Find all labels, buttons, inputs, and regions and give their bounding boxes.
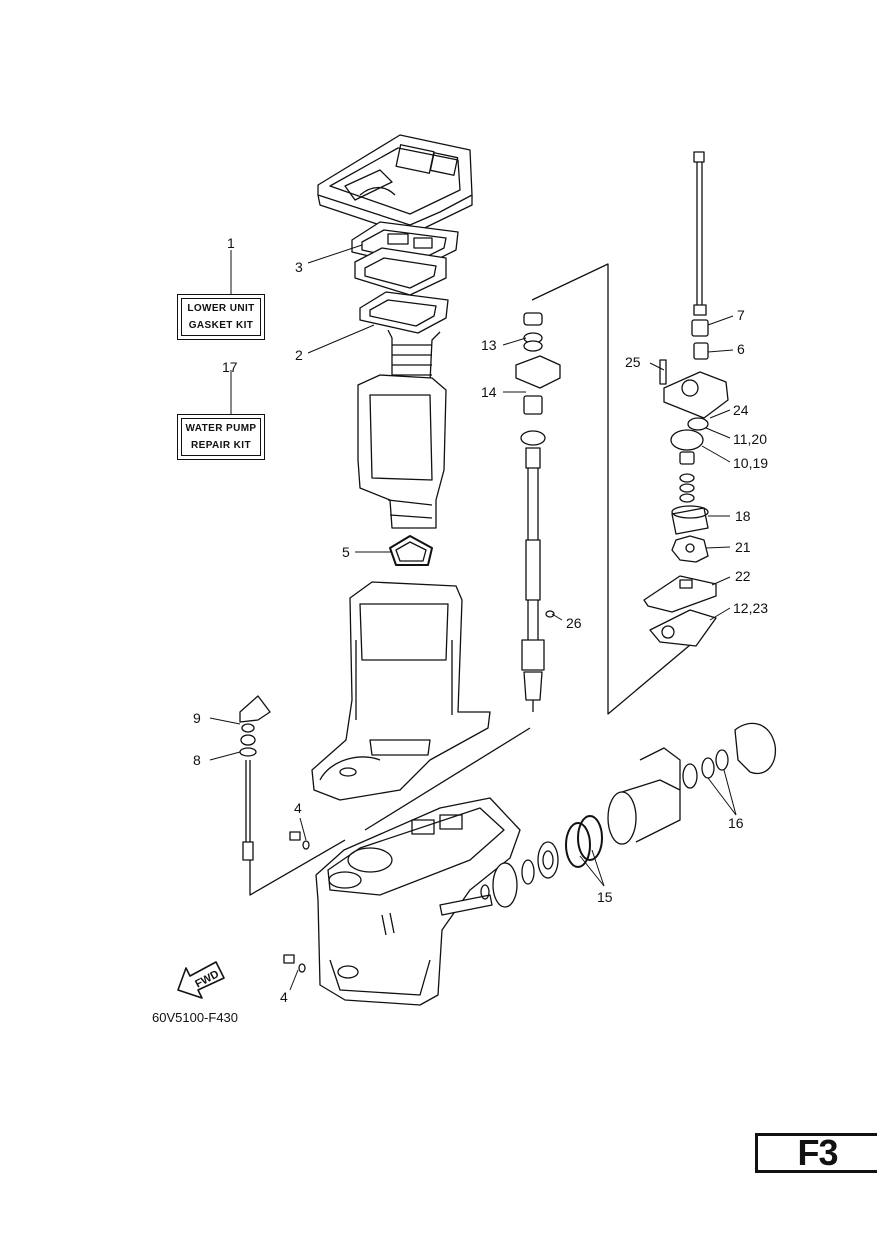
callout-4-upper: 4 xyxy=(294,800,302,816)
driveshaft-drawing xyxy=(364,263,691,831)
callout-13: 13 xyxy=(481,337,497,353)
lower-unit-drawing xyxy=(239,695,777,1006)
pump-kit-line-1: WATER PUMP xyxy=(185,423,257,434)
callout-24: 24 xyxy=(733,402,749,418)
callout-8: 8 xyxy=(193,752,201,768)
pump-kit-line-2: REPAIR KIT xyxy=(191,440,251,451)
water-pump-drawing xyxy=(643,151,729,647)
page-badge: F3 xyxy=(755,1132,877,1173)
callout-11-20: 11,20 xyxy=(733,431,767,447)
kit-box-inner: WATER PUMP REPAIR KIT xyxy=(181,418,261,456)
callout-17: 17 xyxy=(222,359,238,375)
gasket-kit-line-1: LOWER UNIT xyxy=(187,303,255,314)
gasket-kit-line-2: GASKET KIT xyxy=(188,320,254,331)
callout-7: 7 xyxy=(737,307,745,323)
callout-21: 21 xyxy=(735,539,751,555)
callout-22: 22 xyxy=(735,568,751,584)
page-badge-label: F3 xyxy=(797,1132,838,1173)
callout-2: 2 xyxy=(295,347,303,363)
callout-3: 3 xyxy=(295,259,303,275)
fwd-arrow-icon: FWD xyxy=(177,961,225,999)
callout-4-lower: 4 xyxy=(280,989,288,1005)
callout-16: 16 xyxy=(728,815,744,831)
callout-15: 15 xyxy=(597,889,613,905)
callout-12-23: 12,23 xyxy=(733,600,769,616)
leader-lines xyxy=(209,244,737,991)
water-pump-repair-kit-box: WATER PUMP REPAIR KIT xyxy=(177,414,265,460)
callout-9: 9 xyxy=(193,710,201,726)
callout-14: 14 xyxy=(481,384,497,400)
callout-25: 25 xyxy=(625,354,641,370)
kit-box-inner: LOWER UNIT GASKET KIT xyxy=(181,298,261,336)
callout-10-19: 10,19 xyxy=(733,455,769,471)
figure-code: 60V5100-F430 xyxy=(152,1010,239,1025)
callout-18: 18 xyxy=(735,508,751,524)
callout-26: 26 xyxy=(566,615,582,631)
lower-unit-gasket-kit-box: LOWER UNIT GASKET KIT xyxy=(177,294,265,340)
upper-case-drawing xyxy=(311,134,491,801)
callout-1: 1 xyxy=(227,235,235,251)
callout-5: 5 xyxy=(342,544,350,560)
callout-6: 6 xyxy=(737,341,745,357)
